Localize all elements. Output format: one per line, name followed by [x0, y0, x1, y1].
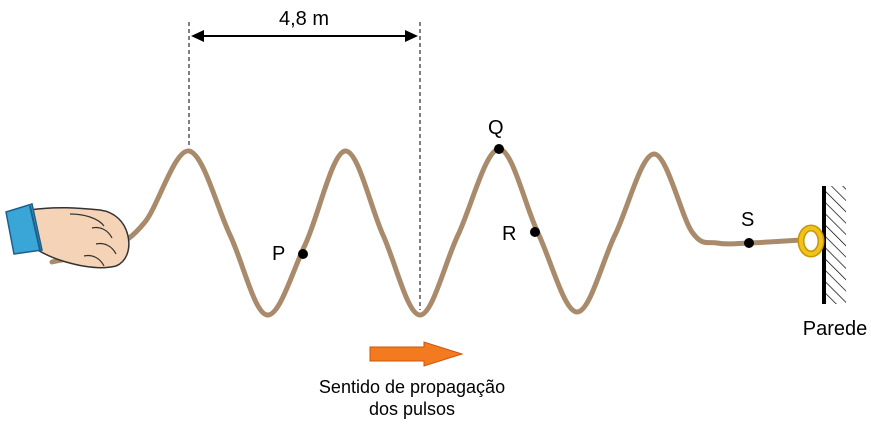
- point-p-label: P: [272, 243, 285, 265]
- point-r-dot: [530, 227, 540, 237]
- point-s-dot: [744, 238, 754, 248]
- wall: [822, 186, 846, 304]
- point-r-label: R: [502, 223, 516, 245]
- direction-caption-line1: Sentido de propagação: [319, 377, 505, 397]
- wall-ring-icon: [797, 224, 825, 258]
- wall-label: Parede: [803, 318, 868, 340]
- dimension-arrow: [191, 30, 418, 42]
- point-s-label: S: [741, 209, 754, 231]
- point-q-label: Q: [488, 117, 504, 139]
- point-q-dot: [494, 144, 504, 154]
- hand-icon: [5, 203, 130, 269]
- point-p-dot: [298, 249, 308, 259]
- dimension-label: 4,8 m: [279, 8, 329, 30]
- rope-wave: [49, 146, 805, 318]
- direction-caption-line2: dos pulsos: [369, 399, 455, 419]
- propagation-arrow-icon: [369, 341, 464, 367]
